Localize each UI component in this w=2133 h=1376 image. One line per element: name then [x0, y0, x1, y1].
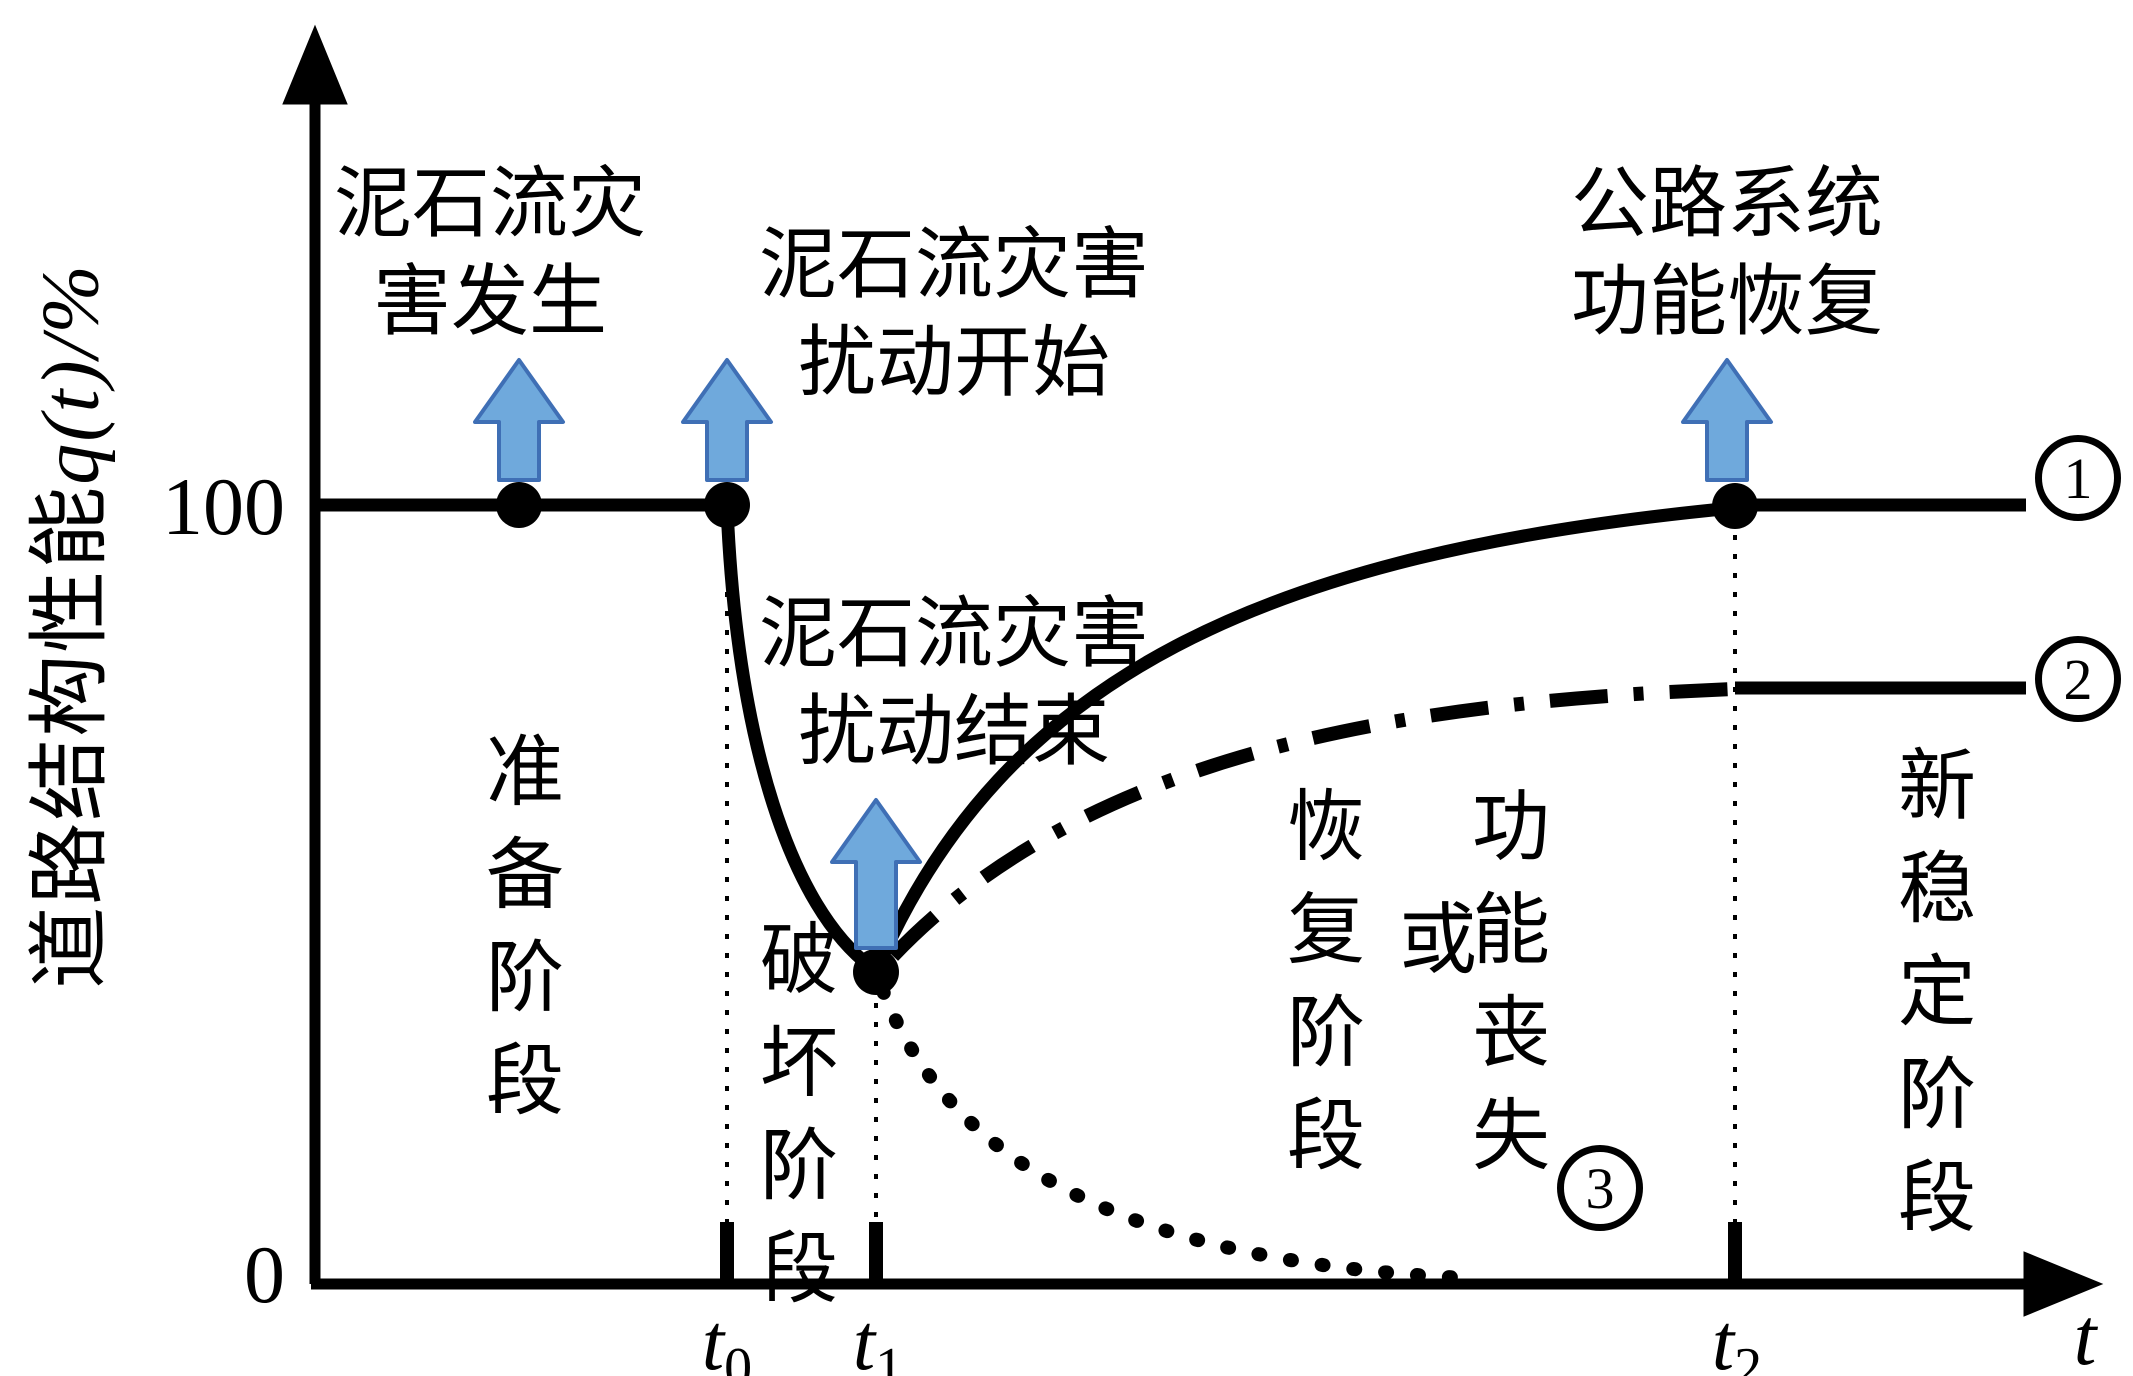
x-tick-t1-sub: 1	[875, 1337, 904, 1376]
curve-number-3: 3	[1557, 1145, 1643, 1231]
curve-number-1: 1	[2035, 435, 2121, 521]
phase-label-new-stable: 新稳定阶段	[1887, 744, 1974, 1259]
destruction-drop-curve	[720, 506, 875, 973]
vertical-guides	[725, 516, 1737, 1280]
event-label-disturb-end: 泥石流灾害 扰动结束	[759, 585, 1149, 782]
event-label-function-recover-line1: 公路系统	[1570, 160, 1884, 247]
phase-label-function-loss: 功能丧失	[1461, 785, 1548, 1197]
x-tick-t0-base: t	[701, 1299, 725, 1376]
dot-disturb-end	[853, 949, 899, 995]
event-label-disturb-start-line2: 扰动开始	[797, 319, 1111, 407]
x-axis-ticks	[720, 1222, 1742, 1283]
x-tick-t0-sub: 0	[724, 1337, 753, 1376]
event-label-function-recover: 公路系统 功能恢复	[1571, 155, 1883, 352]
dot-function-recover	[1712, 483, 1758, 529]
event-label-function-recover-line2: 功能恢复	[1570, 258, 1884, 346]
x-tick-t0: t0	[702, 1298, 752, 1376]
event-dots	[496, 482, 1758, 995]
event-arrows	[473, 358, 1773, 950]
event-label-disaster-occur-line1: 泥石流灾	[333, 160, 647, 247]
x-tick-t2: t2	[1712, 1298, 1762, 1376]
x-tick-t1-base: t	[852, 1299, 876, 1376]
curve-number-2: 2	[2035, 636, 2121, 722]
y-tick-100: 100	[162, 461, 285, 552]
y-axis-label: 道路结构性能q(t)/%	[3, 263, 122, 989]
phase-label-recovery: 恢复阶段	[1276, 785, 1363, 1197]
curves	[315, 498, 2026, 1285]
up-arrow-disaster-occur-icon	[473, 358, 565, 482]
y-axis-label-math: q(t)/%	[24, 263, 116, 485]
y-axis-arrowhead-icon	[282, 24, 348, 105]
function-loss-curve-3	[876, 984, 1472, 1285]
x-tick-t1: t1	[853, 1298, 903, 1376]
axes	[282, 24, 2104, 1317]
up-arrow-disturb-end-icon	[830, 798, 922, 950]
up-arrow-disturb-start-icon	[681, 358, 773, 482]
event-label-disturb-end-line2: 扰动结束	[797, 688, 1111, 776]
x-axis-label: t	[2073, 1291, 2097, 1376]
event-label-disaster-occur-line2: 害发生	[372, 258, 608, 346]
event-label-disturb-start: 泥石流灾害 扰动开始	[759, 216, 1149, 413]
phase-label-preparation: 准备阶段	[475, 730, 562, 1142]
y-tick-0: 0	[244, 1229, 285, 1320]
x-tick-t2-base: t	[1711, 1299, 1735, 1376]
event-label-disturb-start-line1: 泥石流灾害	[758, 221, 1150, 308]
event-label-disturb-end-line1: 泥石流灾害	[758, 590, 1150, 677]
dot-disturb-start	[704, 482, 750, 528]
event-label-disaster-occur: 泥石流灾 害发生	[334, 155, 646, 352]
phase-label-or: 或	[1388, 898, 1475, 1001]
dot-disaster-occur	[496, 482, 542, 528]
up-arrow-function-recover-icon	[1681, 358, 1773, 482]
partial-recovery-curve-2	[887, 682, 1734, 961]
phase-label-destruction: 破坏阶段	[749, 918, 836, 1330]
y-axis-label-cjk: 道路结构性能	[24, 484, 116, 989]
x-tick-t2-sub: 2	[1734, 1337, 1763, 1376]
recovery-curve-1	[871, 501, 1734, 972]
x-axis-arrowhead-icon	[2023, 1251, 2104, 1317]
